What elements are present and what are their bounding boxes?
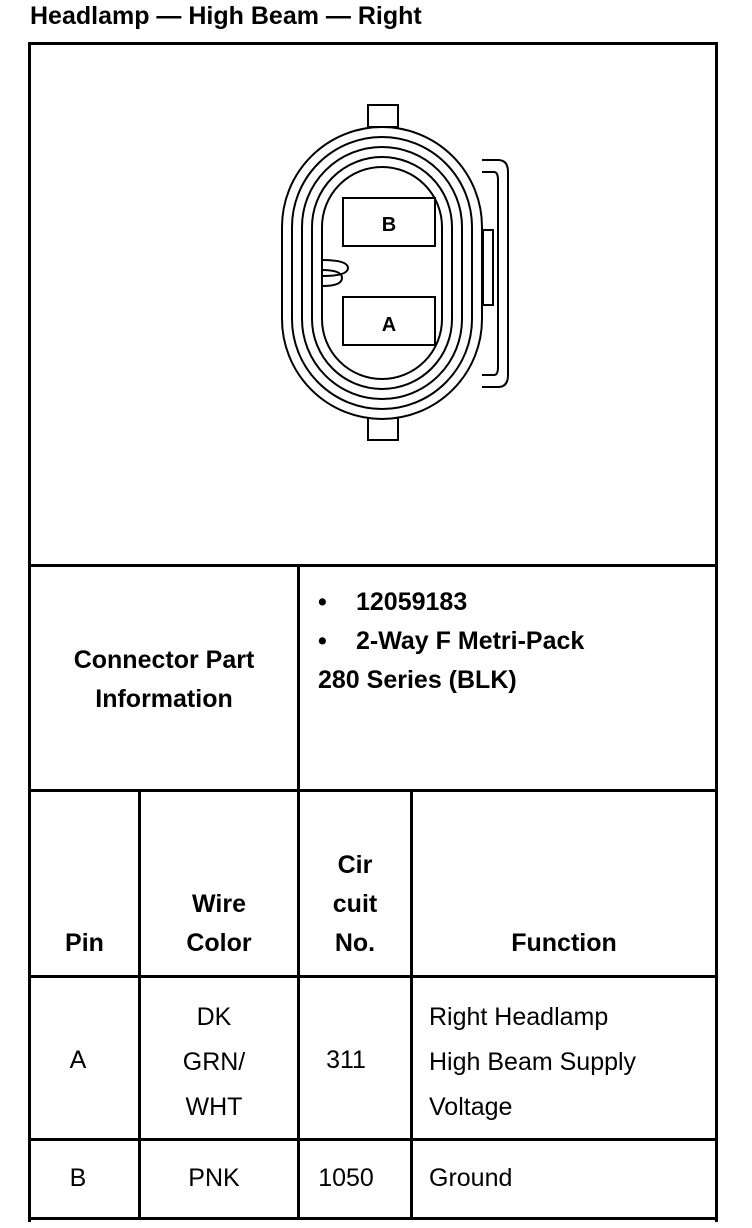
header-wire-color-line1: Wire (192, 890, 246, 918)
part-number-item: • 12059183 (318, 588, 467, 617)
connector-series-line: 280 Series (BLK) (318, 666, 517, 694)
cavity-b (342, 197, 436, 247)
connector-face-diagram: B A (281, 104, 509, 441)
frame-bottom-line (28, 1217, 718, 1220)
pin-column-divider (138, 789, 141, 1219)
header-circuit-no: Cir cuit No. (300, 846, 410, 963)
top-latch-tab (367, 104, 399, 128)
part-info-bottom (28, 789, 718, 792)
bullet-2: • (318, 627, 327, 655)
part-info-divider (297, 564, 300, 1219)
row-a-pin: A (69, 1046, 87, 1074)
polarization-key (321, 259, 350, 277)
header-function: Function (511, 929, 617, 957)
row-b-pin: B (69, 1164, 87, 1192)
row-a-wire-line3: WHT (185, 1093, 243, 1121)
table-header-bottom (28, 975, 718, 978)
connector-type-item: • 2-Way F Metri-Pack (318, 627, 584, 656)
side-lock-outer (482, 159, 509, 388)
header-pin: Pin (65, 929, 104, 957)
header-wire-color: Wire Color (141, 885, 297, 963)
cavity-b-label: B (382, 214, 396, 236)
bullet-1: • (318, 588, 327, 616)
part-info-label: Connector Part Information (31, 641, 297, 719)
row-a-circuit: 311 (326, 1046, 366, 1074)
page-title: Headlamp — High Beam — Right (30, 2, 422, 30)
side-lock-slot (482, 229, 494, 306)
row-a-function-line3: Voltage (429, 1093, 513, 1121)
frame-top-line (28, 42, 718, 45)
part-info-label-line1: Connector Part (73, 646, 255, 674)
header-circuit-line1: Cir (337, 851, 373, 879)
bottom-latch-tab (367, 417, 399, 441)
cavity-a-label: A (382, 314, 396, 336)
row-b-wire-color: PNK (188, 1164, 240, 1192)
row-a-wire-color: DK GRN/ WHT (141, 995, 287, 1130)
row-a-wire-line2: GRN/ (182, 1048, 246, 1076)
frame-left-line (28, 42, 31, 1222)
cavity-a (342, 296, 436, 346)
row-a-function: Right Headlamp High Beam Supply Voltage (429, 995, 709, 1130)
part-info-label-line2: Information (95, 685, 233, 713)
part-number: 12059183 (356, 588, 468, 616)
header-circuit-line2: cuit (332, 890, 378, 918)
row-b-circuit: 1050 (318, 1164, 374, 1192)
row-a-function-line2: High Beam Supply (429, 1048, 637, 1076)
header-wire-color-line2: Color (186, 929, 252, 957)
row-b-function: Ground (429, 1164, 513, 1192)
row-a-wire-line1: DK (196, 1003, 232, 1031)
row-a-function-line1: Right Headlamp (429, 1003, 609, 1031)
frame-right-line (715, 42, 718, 1222)
row-a-bottom (28, 1138, 718, 1141)
connector-type: 2-Way F Metri-Pack (356, 627, 585, 655)
circuit-column-divider (410, 789, 413, 1219)
header-circuit-line3: No. (334, 929, 376, 957)
connector-section-bottom (28, 564, 718, 567)
